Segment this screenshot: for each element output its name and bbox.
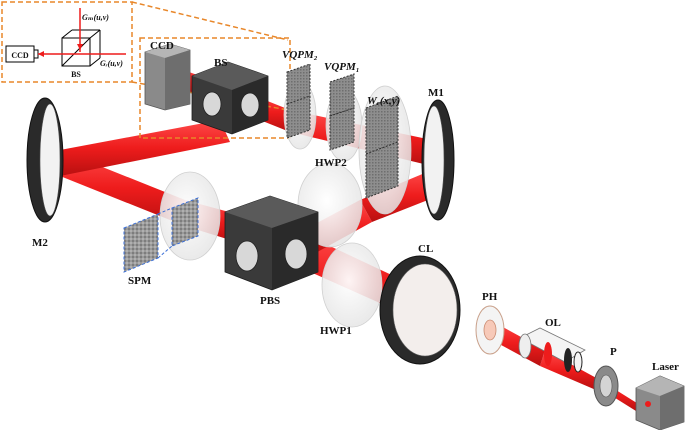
collimating-lens-cl: CL bbox=[379, 243, 461, 365]
vqpm2-plate: VQPM₂ bbox=[282, 49, 318, 150]
beam-splitter-bs: BS bbox=[191, 57, 269, 135]
pinhole-ph: PH bbox=[475, 291, 505, 355]
inset-gm-label: Gₘ(u,v) bbox=[82, 13, 109, 22]
ol-label: OL bbox=[545, 317, 561, 329]
mirror-m2: M2 bbox=[26, 97, 64, 249]
laser-label: Laser bbox=[652, 361, 679, 373]
vqpm1-plate: VQPM₁ bbox=[324, 61, 363, 162]
objective-lens-ol: OL bbox=[518, 317, 586, 373]
we-label: Wₑ(x,y) bbox=[367, 95, 400, 107]
spm-label: SPM bbox=[128, 275, 152, 287]
vqpm1-label: VQPM₁ bbox=[324, 61, 360, 73]
m2-label: M2 bbox=[32, 237, 48, 249]
inset-ccd-label: CCD bbox=[11, 51, 29, 60]
pbs-label: PBS bbox=[260, 295, 280, 307]
polarizing-beam-splitter-pbs: PBS bbox=[224, 195, 319, 307]
p-label: P bbox=[610, 346, 617, 358]
inset-gr-label: Gᵣ(u,v) bbox=[100, 59, 123, 68]
inset-bs-label: BS bbox=[71, 70, 81, 79]
ccd-label: CCD bbox=[150, 40, 174, 52]
m1-label: M1 bbox=[428, 87, 444, 99]
bs-label: BS bbox=[214, 57, 227, 69]
vqpm2-label: VQPM₂ bbox=[282, 49, 318, 61]
we-plate: Wₑ(x,y) bbox=[358, 85, 412, 215]
hwp1-label: HWP1 bbox=[320, 325, 352, 337]
mirror-m1: M1 bbox=[421, 87, 455, 221]
ph-label: PH bbox=[482, 291, 498, 303]
ccd-camera: CCD bbox=[144, 40, 191, 111]
half-wave-plate-hwp1: HWP1 bbox=[320, 242, 383, 337]
spatial-phase-modulator-spm: SPM bbox=[123, 171, 221, 287]
polarizer-p: P bbox=[593, 346, 619, 407]
laser-source: Laser bbox=[635, 361, 685, 431]
ccd-bs-inset: CCD BS Gₘ(u,v) Gᵣ(u,v) bbox=[1, 1, 291, 139]
cl-label: CL bbox=[418, 243, 433, 255]
hwp2-label: HWP2 bbox=[315, 157, 347, 169]
